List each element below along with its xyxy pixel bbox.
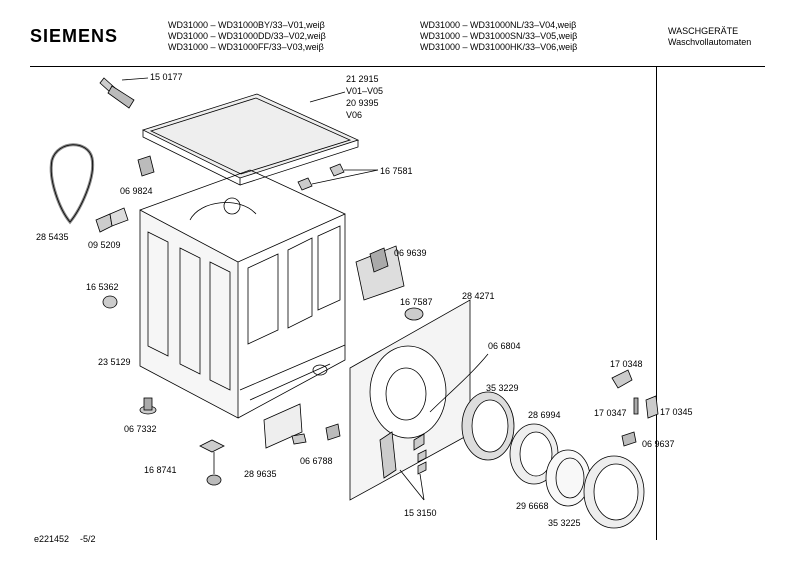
door-ring-middle-part <box>509 423 559 485</box>
footer-page: -5/2 <box>80 534 96 544</box>
section-divider <box>656 67 657 540</box>
label-353225: 35 3225 <box>548 518 581 528</box>
hose-fitting-part <box>99 77 149 109</box>
worktop-lid-part <box>141 91 360 186</box>
hinge-parts <box>611 369 659 447</box>
model-line-4: WD31000 – WD31000NL/33–V04,weiβ <box>420 20 577 30</box>
lamp-part <box>404 307 424 321</box>
label-069824: 06 9824 <box>120 186 153 196</box>
label-165362: 16 5362 <box>86 282 119 292</box>
door-seal-part <box>49 143 95 225</box>
bracket-part <box>137 155 155 177</box>
category-subtitle: Waschvollautomaten <box>668 37 752 47</box>
label-069637: 06 9637 <box>642 439 675 449</box>
label-170345: 17 0345 <box>660 407 693 417</box>
label-066788: 06 6788 <box>300 456 333 466</box>
footer-doc-id: e221452 <box>34 534 70 544</box>
switch-part <box>355 245 405 301</box>
clip-part <box>297 163 379 191</box>
label-167581: 16 7581 <box>380 166 413 176</box>
label-066804: 06 6804 <box>488 341 521 351</box>
label-167587: 16 7587 <box>400 297 433 307</box>
label-235129: 23 5129 <box>98 357 131 367</box>
brand-logo: SIEMENS <box>30 26 119 46</box>
model-line-2: WD31000 – WD31000DD/33–V02,weiβ <box>168 31 326 41</box>
model-line-3: WD31000 – WD31000FF/33–V03,weiβ <box>168 42 324 52</box>
adjusting-foot-part <box>102 295 118 309</box>
label-069639: 06 9639 <box>394 248 427 258</box>
label-v06: V06 <box>346 110 363 120</box>
cover-strip-part <box>263 403 307 449</box>
label-153150: 15 3150 <box>404 508 437 518</box>
model-line-5: WD31000 – WD31000SN/33–V05,weiβ <box>420 31 578 41</box>
model-line-6: WD31000 – WD31000HK/33–V06,weiβ <box>420 42 578 52</box>
wire-ring-part <box>429 353 489 413</box>
label-170348: 17 0348 <box>610 359 643 369</box>
header-divider <box>30 66 765 67</box>
front-panel-part <box>349 299 471 501</box>
label-289635: 28 9635 <box>244 469 277 479</box>
foot-base-part <box>199 439 225 486</box>
foot-part <box>139 397 157 415</box>
door-outer-ring-part <box>583 455 645 529</box>
label-v01-v05: V01–V05 <box>346 86 384 96</box>
label-296668: 29 6668 <box>516 501 549 511</box>
clamp-part <box>95 207 129 233</box>
label-285435: 28 5435 <box>36 232 69 242</box>
label-353229: 35 3229 <box>486 383 519 393</box>
label-212915: 21 2915 <box>346 74 379 84</box>
screw-part <box>325 423 341 441</box>
category-title: WASCHGERÄTE <box>668 26 739 36</box>
label-284271: 28 4271 <box>462 291 495 301</box>
cabinet-body-part <box>139 169 346 419</box>
label-095209: 09 5209 <box>88 240 121 250</box>
label-170347: 17 0347 <box>594 408 627 418</box>
label-067332: 06 7332 <box>124 424 157 434</box>
label-150177: 15 0177 <box>150 72 183 82</box>
model-line-1: WD31000 – WD31000BY/33–V01,weiβ <box>168 20 325 30</box>
label-209395: 20 9395 <box>346 98 379 108</box>
door-ring-inner-part <box>461 391 515 461</box>
door-glass-part <box>545 449 591 507</box>
label-286994: 28 6994 <box>528 410 561 420</box>
label-168741: 16 8741 <box>144 465 177 475</box>
